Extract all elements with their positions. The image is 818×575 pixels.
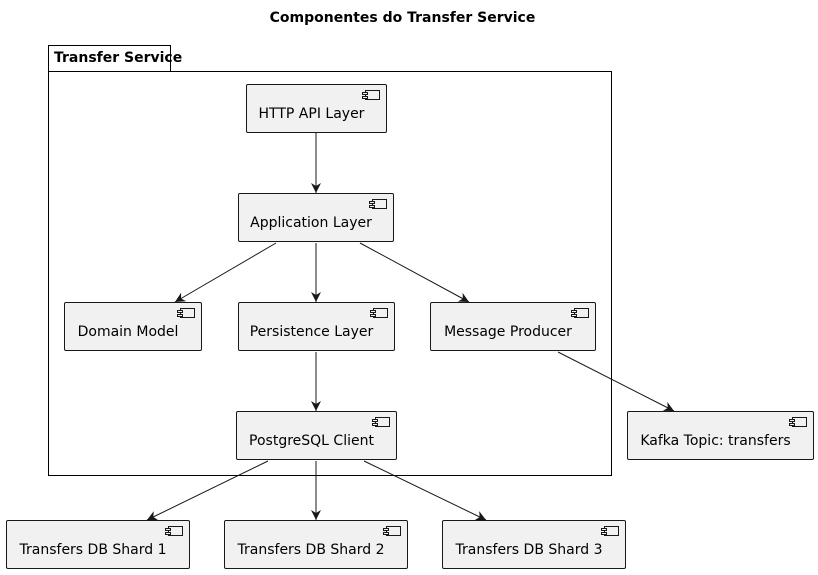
component-transfers-db-shard-1: Transfers DB Shard 1 <box>6 520 190 569</box>
component-icon <box>165 526 183 536</box>
diagram-title: Componentes do Transfer Service <box>269 10 536 26</box>
package-tab: Transfer Service <box>48 45 182 71</box>
component-label: Application Layer <box>250 215 372 231</box>
component-label: Domain Model <box>77 324 179 340</box>
component-transfers-db-shard-2: Transfers DB Shard 2 <box>224 520 408 569</box>
component-domain-model: Domain Model <box>64 302 202 351</box>
component-icon <box>789 417 807 427</box>
component-application-layer: Application Layer <box>238 193 394 242</box>
component-icon <box>177 308 195 318</box>
component-label: Transfers DB Shard 1 <box>19 542 167 558</box>
component-label: Message Producer <box>444 324 572 340</box>
component-icon <box>383 526 401 536</box>
package-transfer-service <box>48 71 612 476</box>
component-postgresql-client: PostgreSQL Client <box>236 411 397 460</box>
component-icon <box>571 308 589 318</box>
component-message-producer: Message Producer <box>430 302 596 351</box>
package-name: Transfer Service <box>54 50 183 66</box>
component-icon <box>372 417 390 427</box>
component-transfers-db-shard-3: Transfers DB Shard 3 <box>442 520 626 569</box>
component-icon <box>362 90 380 100</box>
component-label: Kafka Topic: transfers <box>640 433 791 449</box>
component-persistence-layer: Persistence Layer <box>238 302 395 351</box>
component-label: PostgreSQL Client <box>249 433 374 449</box>
component-label: HTTP API Layer <box>258 106 365 122</box>
component-kafka-topic-transfers: Kafka Topic: transfers <box>627 411 814 460</box>
component-http-api-layer: HTTP API Layer <box>246 84 387 133</box>
component-icon <box>369 199 387 209</box>
component-icon <box>601 526 619 536</box>
component-label: Persistence Layer <box>249 324 374 340</box>
component-icon <box>370 308 388 318</box>
component-label: Transfers DB Shard 2 <box>237 542 385 558</box>
component-label: Transfers DB Shard 3 <box>455 542 603 558</box>
